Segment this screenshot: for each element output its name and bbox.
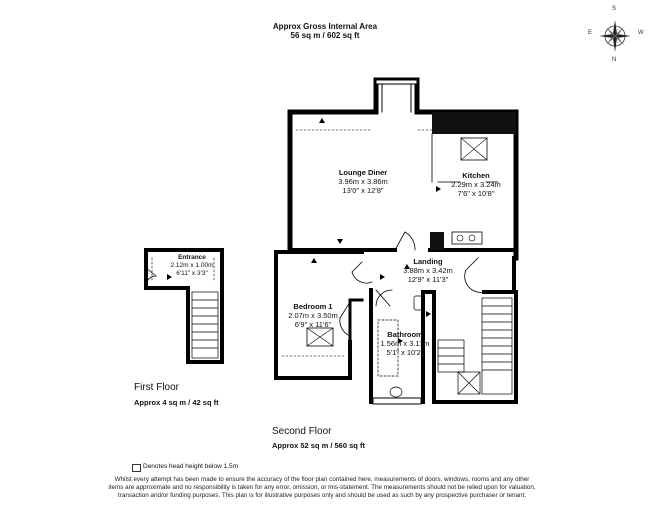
- kitchen-chimney: [432, 112, 516, 134]
- lounge-name: Lounge Diner: [338, 168, 388, 177]
- bathroom-bath: [377, 319, 399, 377]
- bedroom-imperial: 6'9" x 11'6": [294, 320, 332, 329]
- second-floor-area: Approx 52 sq m / 560 sq ft: [272, 441, 365, 450]
- compass-west-label: W: [638, 30, 644, 36]
- bedroom-name: Bedroom 1: [293, 302, 333, 311]
- stair-well-wall: [432, 290, 518, 404]
- lounge-imperial: 13'0" x 12'8": [342, 186, 384, 195]
- kitchen-boiler: [430, 232, 444, 250]
- lounge-window-bay: [375, 79, 418, 85]
- kitchen-name: Kitchen: [462, 171, 490, 180]
- room-kitchen: Kitchen 2.29m x 3.24m 7'6" x 10'8": [441, 171, 511, 198]
- bathroom-door: [375, 289, 393, 307]
- disclaimer-text: Whilst every attempt has been made to en…: [108, 476, 536, 499]
- kitchen-imperial: 7'6" x 10'8": [457, 189, 495, 198]
- bathroom-name: Bathroom: [387, 330, 423, 339]
- kitchen-sink: [451, 231, 483, 245]
- second-floor-stairs: [437, 297, 513, 395]
- room-bedroom-1: Bedroom 1 2.07m x 3.50m 6'9" x 11'6": [280, 302, 346, 329]
- room-landing: Landing 3.88m x 3.42m 12'9" x 11'3": [388, 257, 468, 284]
- bathroom-imperial: 5'1" x 10'2": [386, 348, 424, 357]
- room-bathroom: Bathroom 1.56m x 3.11m 5'1" x 10'2": [375, 330, 435, 357]
- bedroom-door: [339, 301, 351, 337]
- entrance-name: Entrance: [178, 254, 206, 261]
- compass-north-label: N: [612, 57, 617, 63]
- bedroom-inner-wall: [348, 298, 364, 344]
- compass-icon: [599, 20, 631, 52]
- gross-area-value: 56 sq m / 602 sq ft: [290, 31, 360, 40]
- bathroom-wall: [369, 288, 436, 404]
- room-lounge-diner: Lounge Diner 3.96m x 3.86m 13'0" x 12'8": [318, 168, 408, 195]
- kitchen-counter: [431, 133, 499, 183]
- entrance-wall: [144, 248, 224, 364]
- first-floor-label: First Floor: [134, 382, 179, 393]
- entrance-headheight-line: [151, 257, 215, 283]
- kitchen-metric: 2.29m x 3.24m: [451, 180, 501, 189]
- compass-south-label: S: [612, 6, 617, 12]
- kitchen-skylight: [460, 137, 488, 161]
- stair-door: [464, 257, 485, 293]
- gross-area-title: Approx Gross Internal Area: [272, 22, 378, 31]
- entrance-metric: 2.12m x 1.00m: [170, 262, 214, 269]
- headheight-legend-swatch: [132, 464, 141, 472]
- bedroom-skylight: [306, 327, 334, 347]
- bedroom-wall: [274, 250, 352, 380]
- compass-east-label: E: [588, 30, 593, 36]
- entrance-door: [145, 267, 157, 287]
- headheight-legend-text: Denotes head height below 1.5m: [143, 463, 239, 470]
- entrance-imperial: 6'11" x 3'3": [176, 270, 208, 277]
- landing-metric: 3.88m x 3.42m: [403, 266, 453, 275]
- lounge-door: [394, 231, 416, 251]
- room-entrance: Entrance 2.12m x 1.00m 6'11" x 3'3": [164, 254, 220, 278]
- bathroom-metric: 1.56m x 3.11m: [380, 339, 430, 348]
- landing-door: [351, 261, 373, 284]
- landing-name: Landing: [413, 257, 443, 266]
- bathroom-window: [372, 397, 422, 405]
- landing-right-wall: [482, 256, 516, 294]
- second-floor-label: Second Floor: [272, 426, 332, 437]
- bathroom-toilet: [389, 386, 403, 398]
- bedroom-metric: 2.07m x 3.50m: [288, 311, 338, 320]
- lounge-metric: 3.96m x 3.86m: [338, 177, 388, 186]
- first-floor-area: Approx 4 sq m / 42 sq ft: [134, 398, 219, 407]
- bathroom-sink: [413, 295, 423, 311]
- landing-imperial: 12'9" x 11'3": [407, 275, 449, 284]
- first-floor-stairs: [191, 291, 219, 359]
